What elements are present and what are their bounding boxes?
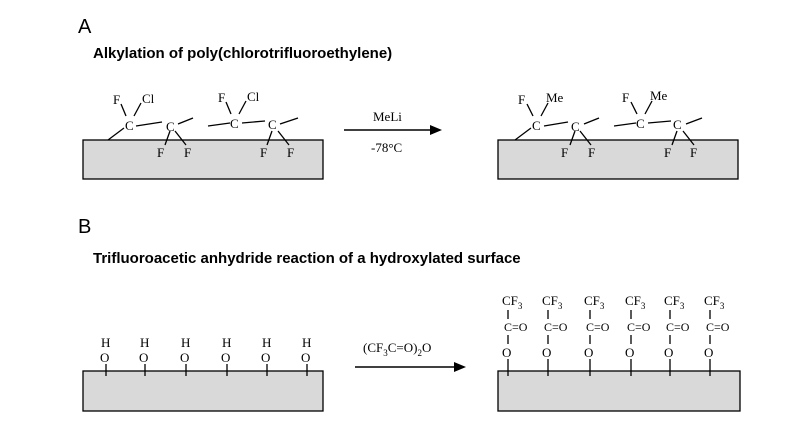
atom-o: O (584, 345, 593, 360)
atom-o: O (542, 345, 551, 360)
panel-a-title: Alkylation of poly(chlorotrifluoroethyle… (93, 45, 392, 62)
atom-c: C (166, 119, 175, 134)
methylated-unit-2: C C F Me F F (613, 88, 703, 160)
atom-o: O (100, 350, 109, 365)
atom-c: C (636, 116, 645, 131)
atom-cl: Cl (247, 89, 260, 104)
panel-b-reactant: H O H O H O H O H O H O (82, 335, 324, 412)
atom-c-eq-o: C=O (586, 320, 610, 334)
atom-c-eq-o: C=O (504, 320, 528, 334)
atom-f: F (561, 145, 568, 160)
ester-group-5: CF3 C=O O (664, 293, 690, 376)
atom-o: O (704, 345, 713, 360)
atom-c: C (230, 116, 239, 131)
atom-cf3: CF3 (542, 293, 563, 311)
atom-cf3: CF3 (625, 293, 646, 311)
atom-o: O (261, 350, 270, 365)
reaction-arrow-a: MeLi -78°C (344, 109, 442, 155)
atom-c-eq-o: C=O (544, 320, 568, 334)
atom-f: F (588, 145, 595, 160)
atom-f: F (218, 90, 225, 105)
atom-c-eq-o: C=O (666, 320, 690, 334)
polymer-surface-left (82, 139, 324, 180)
panel-a-reactant: C C F Cl F F C C F Cl F F (82, 89, 324, 180)
atom-h: H (262, 335, 271, 350)
atom-cf3: CF3 (502, 293, 523, 311)
atom-f: F (518, 92, 525, 107)
atom-me: Me (546, 90, 564, 105)
atom-f: F (157, 145, 164, 160)
reaction-arrow-b: (CF3C=O)2O (355, 340, 466, 372)
atom-c-eq-o: C=O (627, 320, 651, 334)
panel-b-product: CF3 C=O O CF3 C=O O CF3 C=O (497, 293, 741, 412)
panel-a-product: C C F Me F F C C F Me F F (497, 88, 739, 180)
atom-c-eq-o: C=O (706, 320, 730, 334)
methylated-unit-1: C C F Me F F (514, 90, 600, 160)
ester-group-3: CF3 C=O O (584, 293, 610, 376)
atom-cl: Cl (142, 91, 155, 106)
hydroxylated-surface (82, 370, 324, 412)
panel-b-title: Trifluoroacetic anhydride reaction of a … (93, 250, 521, 267)
atom-o: O (301, 350, 310, 365)
reagent-tfaa: (CF3C=O)2O (363, 340, 431, 358)
atom-h: H (101, 335, 110, 350)
atom-c: C (673, 117, 682, 132)
ester-group-2: CF3 C=O O (542, 293, 568, 376)
esterified-surface (497, 370, 741, 412)
ester-group-6: CF3 C=O O (704, 293, 730, 376)
atom-h: H (140, 335, 149, 350)
atom-f: F (622, 90, 629, 105)
atom-o: O (139, 350, 148, 365)
atom-h: H (302, 335, 311, 350)
atom-o: O (180, 350, 189, 365)
hydroxyl-groups: H O H O H O H O H O H O (100, 335, 311, 376)
atom-h: H (222, 335, 231, 350)
atom-o: O (502, 345, 511, 360)
panel-b-letter: B (78, 216, 91, 238)
reaction-temperature: -78°C (371, 140, 402, 155)
atom-c: C (125, 118, 134, 133)
atom-c: C (268, 117, 277, 132)
ctfe-unit-2: C C F Cl F F (207, 89, 299, 160)
atom-f: F (664, 145, 671, 160)
ester-group-4: CF3 C=O O (625, 293, 651, 376)
panel-a-letter: A (78, 16, 92, 38)
atom-f: F (287, 145, 294, 160)
polymer-surface-right (497, 139, 739, 180)
atom-cf3: CF3 (664, 293, 685, 311)
ctfe-unit-1: C C F Cl F F (107, 91, 194, 160)
atom-cf3: CF3 (704, 293, 725, 311)
atom-f: F (113, 92, 120, 107)
ester-group-1: CF3 C=O O (502, 293, 528, 376)
atom-me: Me (650, 88, 668, 103)
reagent-meli: MeLi (373, 109, 402, 124)
atom-f: F (260, 145, 267, 160)
trifluoroacetate-groups: CF3 C=O O CF3 C=O O CF3 C=O (502, 293, 730, 376)
atom-c: C (571, 119, 580, 134)
atom-c: C (532, 118, 541, 133)
atom-f: F (184, 145, 191, 160)
atom-o: O (221, 350, 230, 365)
atom-f: F (690, 145, 697, 160)
atom-o: O (625, 345, 634, 360)
atom-h: H (181, 335, 190, 350)
atom-o: O (664, 345, 673, 360)
atom-cf3: CF3 (584, 293, 605, 311)
